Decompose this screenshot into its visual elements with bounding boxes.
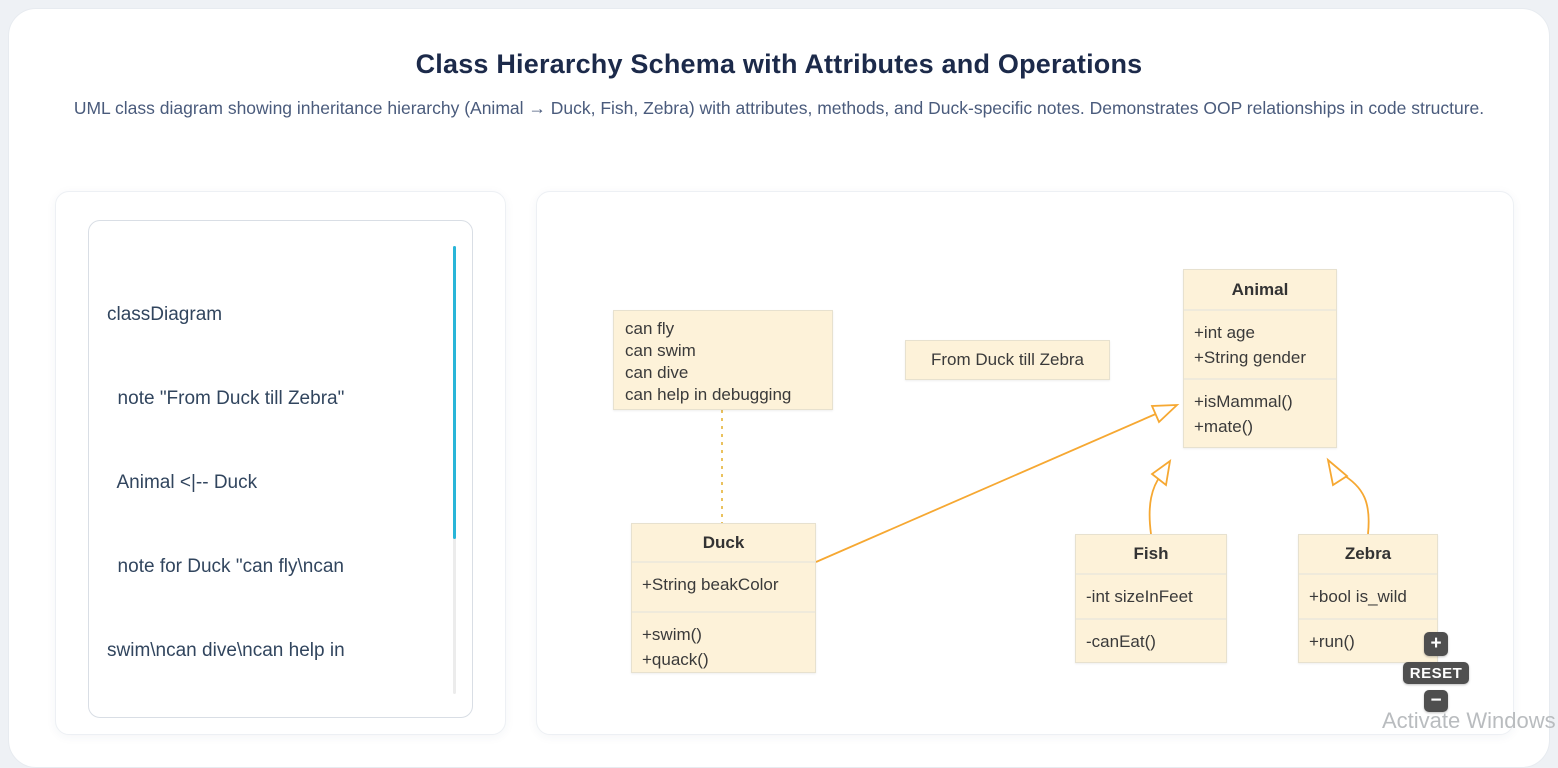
method: +swim() xyxy=(642,625,702,644)
attribute: +String beakColor xyxy=(642,575,779,594)
diagram-panel[interactable]: can fly can swim can dive can help in de… xyxy=(536,191,1514,735)
attribute: +String gender xyxy=(1194,348,1306,367)
class-title: Zebra xyxy=(1344,544,1392,563)
class-attributes: -int sizeInFeet xyxy=(1076,573,1226,618)
page-subtitle: UML class diagram showing inheritance hi… xyxy=(73,98,1485,118)
class-attributes: +int age +String gender xyxy=(1184,309,1336,378)
class-title: Animal xyxy=(1231,279,1289,299)
method: +run() xyxy=(1309,631,1355,651)
attribute: -int sizeInFeet xyxy=(1086,587,1193,606)
method: +mate() xyxy=(1194,417,1254,436)
plus-icon: + xyxy=(1430,633,1442,654)
note-text: From Duck till Zebra xyxy=(930,350,1085,369)
arrowhead-duck xyxy=(1150,404,1180,424)
class-title: Fish xyxy=(1133,544,1169,563)
code-text: classDiagram note "From Duck till Zebra"… xyxy=(107,245,437,711)
class-fish[interactable]: Fish -int sizeInFeet -canEat() xyxy=(1075,534,1227,663)
zoom-in-button[interactable]: + xyxy=(1424,632,1448,656)
reset-label: RESET xyxy=(1409,664,1463,682)
method: +quack() xyxy=(642,650,709,669)
note-duck[interactable]: can fly can swim can dive can help in de… xyxy=(613,310,833,410)
class-methods: +swim() +quack() xyxy=(632,611,815,672)
code-line: Animal <|-- Duck xyxy=(107,472,258,493)
note-line: can dive xyxy=(625,363,689,382)
code-panel: classDiagram note "From Duck till Zebra"… xyxy=(55,191,506,735)
class-duck[interactable]: Duck +String beakColor +swim() +quack() xyxy=(631,523,816,673)
class-methods: +isMammal() +mate() xyxy=(1184,378,1336,447)
note-general[interactable]: From Duck till Zebra xyxy=(905,340,1110,380)
class-animal[interactable]: Animal +int age +String gender +isMammal… xyxy=(1183,269,1337,448)
code-editor[interactable]: classDiagram note "From Duck till Zebra"… xyxy=(88,220,473,718)
note-line: can swim xyxy=(625,341,696,360)
class-zebra[interactable]: Zebra +bool is_wild +run() xyxy=(1298,534,1438,663)
code-line: note "From Duck till Zebra" xyxy=(107,388,345,409)
edge-zebra-to-animal xyxy=(1339,472,1370,535)
arrowhead-fish xyxy=(1150,458,1172,487)
page-card: Class Hierarchy Schema with Attributes a… xyxy=(8,8,1550,768)
arrowhead-zebra xyxy=(1326,457,1349,487)
page-title: Class Hierarchy Schema with Attributes a… xyxy=(415,49,1143,79)
class-title: Duck xyxy=(702,532,745,552)
class-attributes: +bool is_wild xyxy=(1299,573,1437,618)
minus-icon: − xyxy=(1430,690,1442,711)
attribute: +int age xyxy=(1194,323,1255,342)
edge-fish-to-animal xyxy=(1148,474,1162,535)
code-scrollbar-thumb[interactable] xyxy=(453,246,456,539)
class-methods: -canEat() xyxy=(1076,617,1226,663)
zoom-out-button[interactable]: − xyxy=(1424,690,1448,712)
page-header: Class Hierarchy Schema with Attributes a… xyxy=(9,49,1549,123)
activate-windows-watermark: Activate Windows xyxy=(1382,708,1556,733)
code-line: swim\ncan dive\ncan help in xyxy=(107,640,345,661)
attribute: +bool is_wild xyxy=(1309,587,1407,606)
code-line: note for Duck "can fly\ncan xyxy=(107,556,344,577)
class-attributes: +String beakColor xyxy=(632,561,815,611)
class-methods: +run() xyxy=(1299,617,1437,663)
method: +isMammal() xyxy=(1194,392,1293,411)
note-line: can fly xyxy=(625,319,675,338)
method: -canEat() xyxy=(1086,631,1156,651)
note-line: can help in debugging xyxy=(625,385,792,404)
reset-button[interactable]: RESET xyxy=(1403,662,1469,684)
code-line: classDiagram xyxy=(107,304,223,325)
